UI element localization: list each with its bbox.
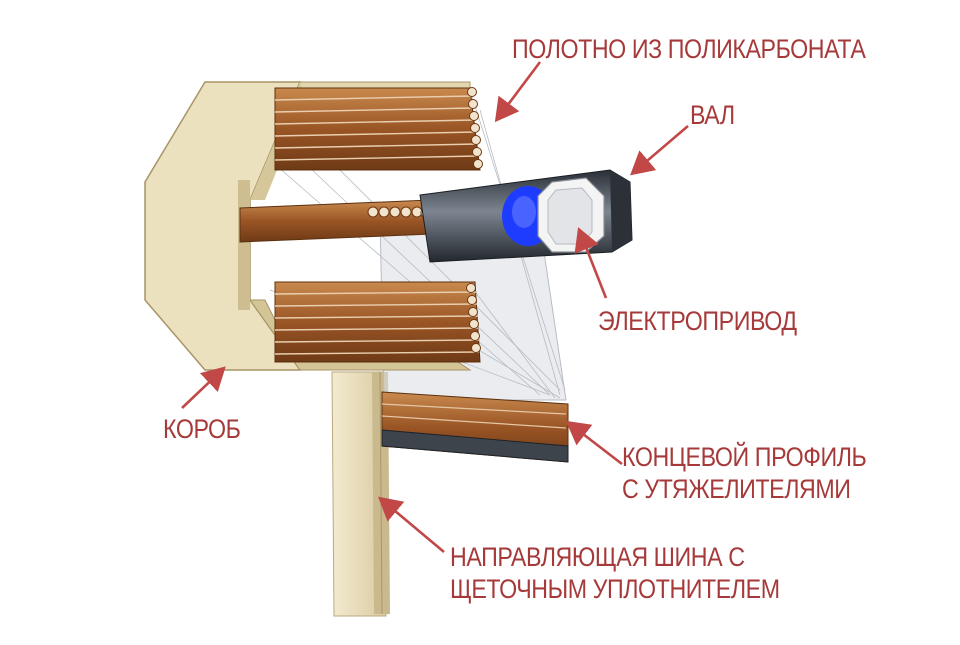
label-polycarbonate-sheet: ПОЛОТНО ИЗ ПОЛИКАРБОНАТА	[512, 34, 866, 64]
arrow-polotno	[494, 61, 542, 123]
label-end-profile: КОНЦЕВОЙ ПРОФИЛЬ С УТЯЖЕЛИТЕЛЯМИ	[622, 442, 867, 504]
upper-sheet-bundle	[274, 87, 483, 171]
end-profile	[381, 391, 569, 463]
arrow-korob	[181, 366, 226, 409]
label-box: КОРОБ	[163, 414, 241, 444]
arrow-elektroprivod	[574, 227, 608, 299]
label-shaft: ВАЛ	[690, 100, 735, 130]
arrow-profil	[565, 420, 623, 466]
arrow-shina	[378, 496, 445, 553]
leader-arrows	[181, 61, 689, 553]
label-guide-rail: НАПРАВЛЯЮЩАЯ ШИНА С ЩЕТОЧНЫМ УПЛОТНИТЕЛЕ…	[450, 542, 780, 604]
electric-motor	[502, 177, 605, 253]
label-electric-motor: ЭЛЕКТРОПРИВОД	[598, 306, 797, 336]
middle-sheet-bundle	[239, 199, 433, 243]
lower-sheet-bundle	[274, 281, 481, 363]
guide-rail	[331, 371, 390, 617]
arrow-val	[630, 125, 689, 176]
